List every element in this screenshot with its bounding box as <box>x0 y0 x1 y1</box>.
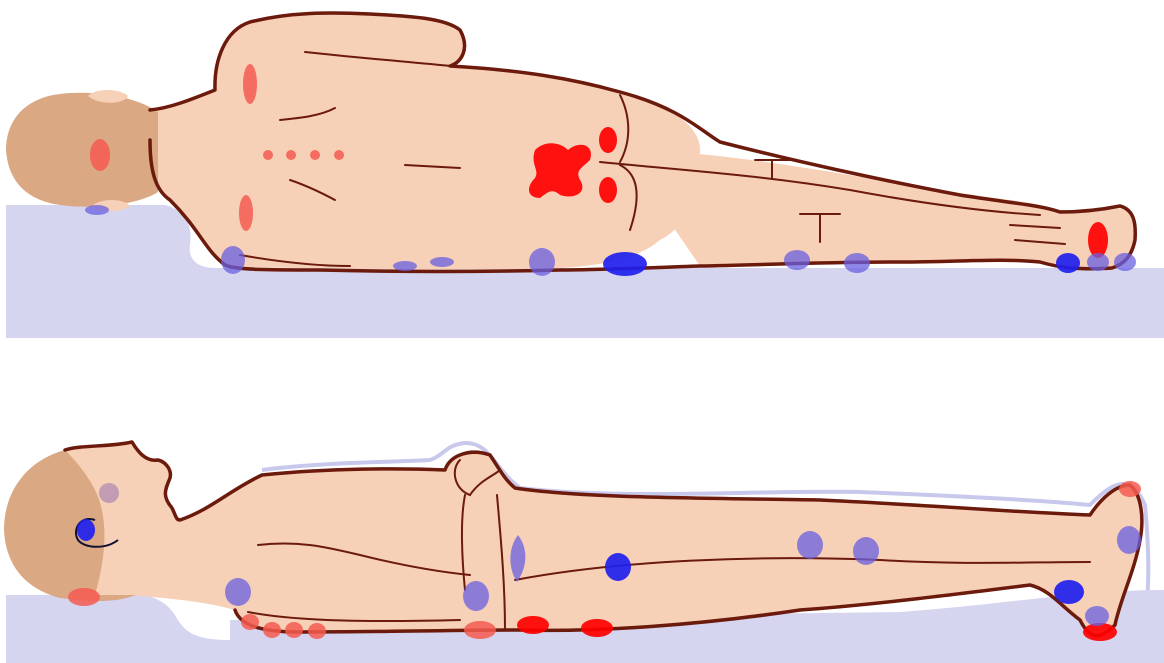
prone-contact-pelvis <box>603 252 647 276</box>
prone-pressure-shoulder-top <box>243 64 257 104</box>
prone-pressure-head <box>90 139 110 171</box>
prone-contact-shoulder <box>221 246 245 274</box>
supine-contact-temple <box>99 483 119 503</box>
prone-pressure-spine-1 <box>263 150 273 160</box>
supine-pressure-scapula-1 <box>241 614 259 630</box>
prone-contact-toe-3 <box>1114 253 1136 271</box>
supine-pressure-scapula-4 <box>308 623 326 639</box>
prone-figure <box>6 13 1164 338</box>
prone-contact-knee-1 <box>784 250 810 270</box>
supine-figure <box>4 442 1164 663</box>
supine-contact-ear <box>77 519 95 541</box>
supine-contact-ankle <box>1054 580 1084 604</box>
prone-torso <box>150 13 700 270</box>
supine-contact-elbow <box>463 581 489 611</box>
prone-pressure-spine-2 <box>286 150 296 160</box>
supine-pressure-scapula-2 <box>263 622 281 638</box>
prone-contact-toe-1 <box>1056 253 1080 273</box>
prone-pressure-buttock-bottom <box>599 177 617 203</box>
supine-contact-heel <box>1085 606 1109 626</box>
prone-contact-hip <box>529 248 555 276</box>
supine-pressure-sacrum-2 <box>581 619 613 637</box>
prone-contact-knee-2 <box>844 253 870 273</box>
prone-pressure-buttock-top <box>599 127 617 153</box>
prone-contact-arm <box>430 257 454 267</box>
prone-pressure-spine-3 <box>310 150 320 160</box>
prone-head <box>6 93 158 207</box>
supine-contact-knee-1 <box>797 531 823 559</box>
prone-pressure-shoulder-bottom <box>239 195 253 231</box>
supine-contact-shoulder <box>225 578 251 606</box>
supine-pressure-toes <box>1119 481 1141 497</box>
supine-contact-knee-2 <box>853 537 879 565</box>
supine-pressure-scapula-3 <box>285 622 303 638</box>
supine-pressure-sacrum-1 <box>517 616 549 634</box>
prone-contact-ear <box>85 205 109 215</box>
prone-pressure-spine-4 <box>334 150 344 160</box>
supine-contact-toe <box>1117 526 1141 554</box>
prone-pressure-heel <box>1088 222 1108 258</box>
prone-contact-elbow <box>393 261 417 271</box>
supine-pressure-elbow <box>464 621 496 639</box>
supine-contact-hip <box>605 553 631 581</box>
supine-pressure-heel <box>1083 623 1117 641</box>
prone-contact-toe-2 <box>1087 253 1109 271</box>
supine-pressure-occiput <box>68 588 100 606</box>
